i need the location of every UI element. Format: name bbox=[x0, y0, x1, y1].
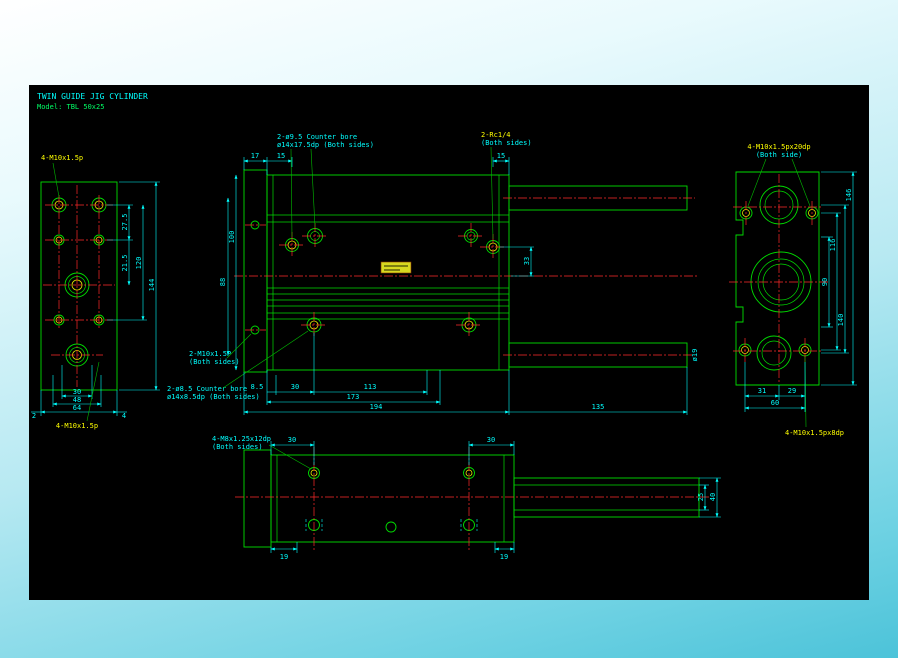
dim-label: 60 bbox=[771, 399, 779, 407]
port-note-line2: (Both sides) bbox=[481, 139, 532, 147]
plan-view-dimensions-bottom: 8.5 30 113 173 194 135 bbox=[243, 333, 688, 415]
dim-label: 4 bbox=[122, 412, 126, 420]
bottom-view: 4-M8x1.25x12dp (Both sides) 30 30 25 40 bbox=[212, 435, 721, 561]
counterbore-note2-line1: 2-ø8.5 Counter bore bbox=[167, 385, 247, 393]
plan-view-notes-bottom: 2-M10x1.5P (Both sides) 2-ø8.5 Counter b… bbox=[167, 330, 309, 401]
side-view-holes bbox=[738, 185, 819, 371]
plan-view-centerlines bbox=[234, 197, 699, 356]
bottom-view-notes: 4-M8x1.25x12dp (Both sides) bbox=[212, 435, 312, 470]
dim-label: 144 bbox=[148, 279, 156, 292]
dim-label: 25 bbox=[697, 493, 705, 501]
side-view-dimensions-right: 90 116 140 146 bbox=[821, 171, 857, 386]
drawing-title: TWIN GUIDE JIG CYLINDER bbox=[37, 92, 148, 101]
plan-view: 17 15 15 2-ø9.5 Counter bore ø14x17.5dp … bbox=[167, 131, 699, 415]
dim-label: 113 bbox=[364, 383, 377, 391]
front-view-centerlines bbox=[43, 185, 115, 387]
cad-drawing: TWIN GUIDE JIG CYLINDER Model: TBL 50x25 bbox=[31, 92, 857, 561]
bottom-view-centerlines bbox=[235, 447, 709, 550]
thread-note-bottom: 4-M10x1.5px8dp bbox=[785, 429, 844, 437]
drawing-model: Model: TBL 50x25 bbox=[37, 103, 104, 111]
side-view: 4-M10x1.5px20dp (Both side) 4-M10x1.5px8… bbox=[729, 143, 857, 437]
thread-note-line1: 4-M10x1.5px20dp bbox=[747, 143, 810, 151]
dim-label: 27.5 bbox=[121, 214, 129, 231]
counterbore-note2-line2: ø14x8.5dp (Both sides) bbox=[167, 393, 260, 401]
dim-label: 146 bbox=[845, 189, 853, 202]
drawing-canvas[interactable]: TWIN GUIDE JIG CYLINDER Model: TBL 50x25 bbox=[29, 85, 869, 600]
dim-label: 30 bbox=[291, 383, 299, 391]
dim-label: 2 bbox=[32, 412, 36, 420]
thread-note-line1: 2-M10x1.5P bbox=[189, 350, 231, 358]
bottom-view-dimensions: 30 30 25 40 19 19 bbox=[270, 436, 721, 561]
thread-note-line2: (Both sides) bbox=[189, 358, 240, 366]
dim-label: 116 bbox=[829, 239, 837, 252]
dim-label: 100 bbox=[228, 231, 236, 244]
dim-label: 17 bbox=[251, 152, 259, 160]
dim-label: 31 bbox=[758, 387, 766, 395]
side-view-dimensions-bottom: 31 29 60 bbox=[744, 362, 806, 412]
dim-label: 120 bbox=[135, 257, 143, 270]
dim-label: 88 bbox=[219, 278, 227, 286]
dim-label: 15 bbox=[277, 152, 285, 160]
dim-label: 30 bbox=[73, 388, 81, 396]
counterbore-note-line2: ø14x17.5dp (Both sides) bbox=[277, 141, 374, 149]
plan-view-dimensions-left: 88 100 bbox=[219, 174, 238, 371]
dim-label: 40 bbox=[709, 493, 717, 501]
dim-label: 33 bbox=[523, 257, 531, 265]
dim-label: 8.5 bbox=[251, 383, 264, 391]
side-view-centerlines bbox=[729, 174, 829, 383]
dim-label: 135 bbox=[592, 403, 605, 411]
front-view-holes bbox=[51, 197, 107, 367]
dim-label: 48 bbox=[73, 396, 81, 404]
thread-note: 4-M10x1.5p bbox=[56, 422, 98, 430]
dim-label: 194 bbox=[370, 403, 383, 411]
dim-label: 30 bbox=[487, 436, 495, 444]
plan-view-dimensions-right: 33 ø19 bbox=[500, 246, 699, 362]
thread-note-line2: (Both side) bbox=[756, 151, 802, 159]
plan-view-body-lines bbox=[267, 214, 509, 320]
plan-view-notes-top: 2-ø9.5 Counter bore ø14x17.5dp (Both sid… bbox=[277, 131, 532, 240]
title-block: TWIN GUIDE JIG CYLINDER Model: TBL 50x25 bbox=[37, 92, 148, 111]
dim-label: 140 bbox=[837, 314, 845, 327]
thread-note-line2: (Both sides) bbox=[212, 443, 263, 451]
dim-label: 19 bbox=[280, 553, 288, 561]
dim-label: 64 bbox=[73, 404, 81, 412]
counterbore-note-line1: 2-ø9.5 Counter bore bbox=[277, 133, 357, 141]
rod-diameter-label: ø19 bbox=[691, 349, 699, 362]
dim-label: 21.5 bbox=[121, 255, 129, 272]
dim-label: 90 bbox=[821, 278, 829, 286]
plan-view-holes bbox=[250, 220, 500, 335]
port-note-line1: 2-Rc1/4 bbox=[481, 131, 511, 139]
front-view-dimensions: 27.5 21.5 120 144 30 48 64 2 4 bbox=[31, 181, 160, 420]
thread-note: 4-M10x1.5p bbox=[41, 154, 83, 162]
dim-label: 30 bbox=[288, 436, 296, 444]
front-view: 27.5 21.5 120 144 30 48 64 2 4 4-M10x1.5… bbox=[31, 154, 160, 430]
dim-label: 15 bbox=[497, 152, 505, 160]
bottom-view-holes bbox=[305, 467, 478, 533]
dim-label: 19 bbox=[500, 553, 508, 561]
thread-note-line1: 4-M8x1.25x12dp bbox=[212, 435, 271, 443]
dim-label: 29 bbox=[788, 387, 796, 395]
nameplate bbox=[380, 261, 412, 274]
dim-label: 173 bbox=[347, 393, 360, 401]
plan-view-dimensions-top: 17 15 15 bbox=[243, 152, 510, 175]
